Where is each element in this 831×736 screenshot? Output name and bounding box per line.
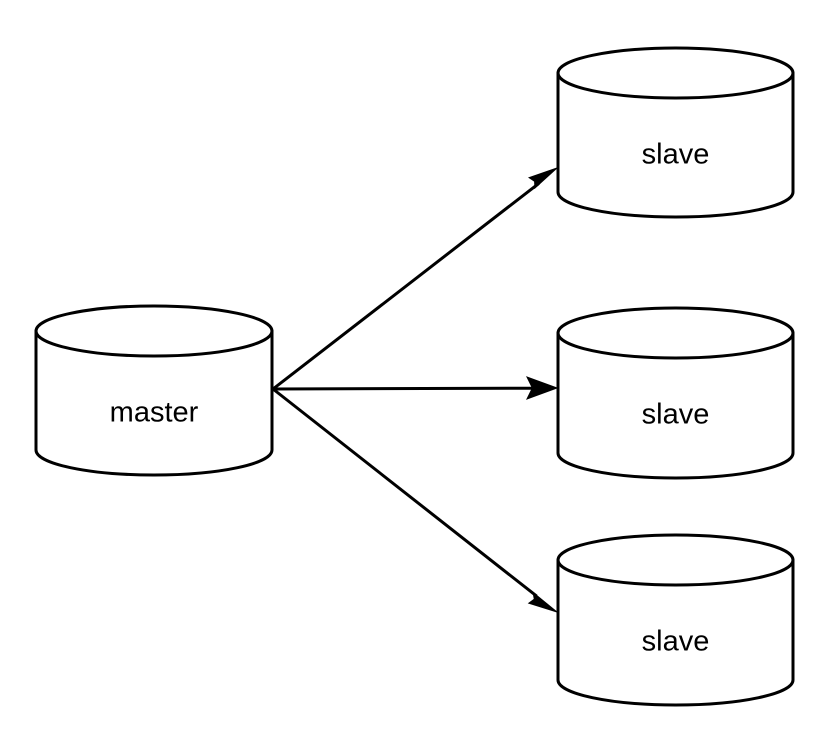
slave-2-cylinder-top xyxy=(556,306,795,360)
master-label: master xyxy=(110,397,199,429)
node-slave-2[interactable]: slave xyxy=(556,306,795,480)
slave-1-cylinder-body xyxy=(556,71,795,219)
edge-layer xyxy=(272,167,559,613)
arrowhead-to-slave-2 xyxy=(526,376,559,400)
master-cylinder-body xyxy=(34,329,274,477)
slave-3-cylinder-top xyxy=(556,533,795,587)
slave-1-label: slave xyxy=(642,139,710,171)
node-master[interactable]: master xyxy=(34,304,274,477)
slave-2-label: slave xyxy=(642,399,710,431)
edge-master-to-slave-3[interactable] xyxy=(272,387,558,613)
slave-3-cylinder-body xyxy=(556,558,795,707)
slave-1-cylinder-top xyxy=(556,46,795,100)
edge-master-to-slave-1[interactable] xyxy=(272,167,558,391)
edge-line-to-slave-2 xyxy=(272,386,535,391)
node-slave-1[interactable]: slave xyxy=(556,46,795,219)
edge-master-to-slave-2[interactable] xyxy=(272,376,559,400)
edge-line-to-slave-1 xyxy=(272,182,540,391)
master-cylinder-top xyxy=(34,304,274,358)
slave-3-label: slave xyxy=(642,626,710,658)
slave-2-cylinder-body xyxy=(556,331,795,480)
node-slave-3[interactable]: slave xyxy=(556,533,795,707)
node-layer: master slave slave slave xyxy=(34,46,795,707)
edge-line-to-slave-3 xyxy=(272,387,538,598)
arrowhead-to-slave-1 xyxy=(528,167,558,190)
arrowhead-to-slave-3 xyxy=(527,591,558,613)
